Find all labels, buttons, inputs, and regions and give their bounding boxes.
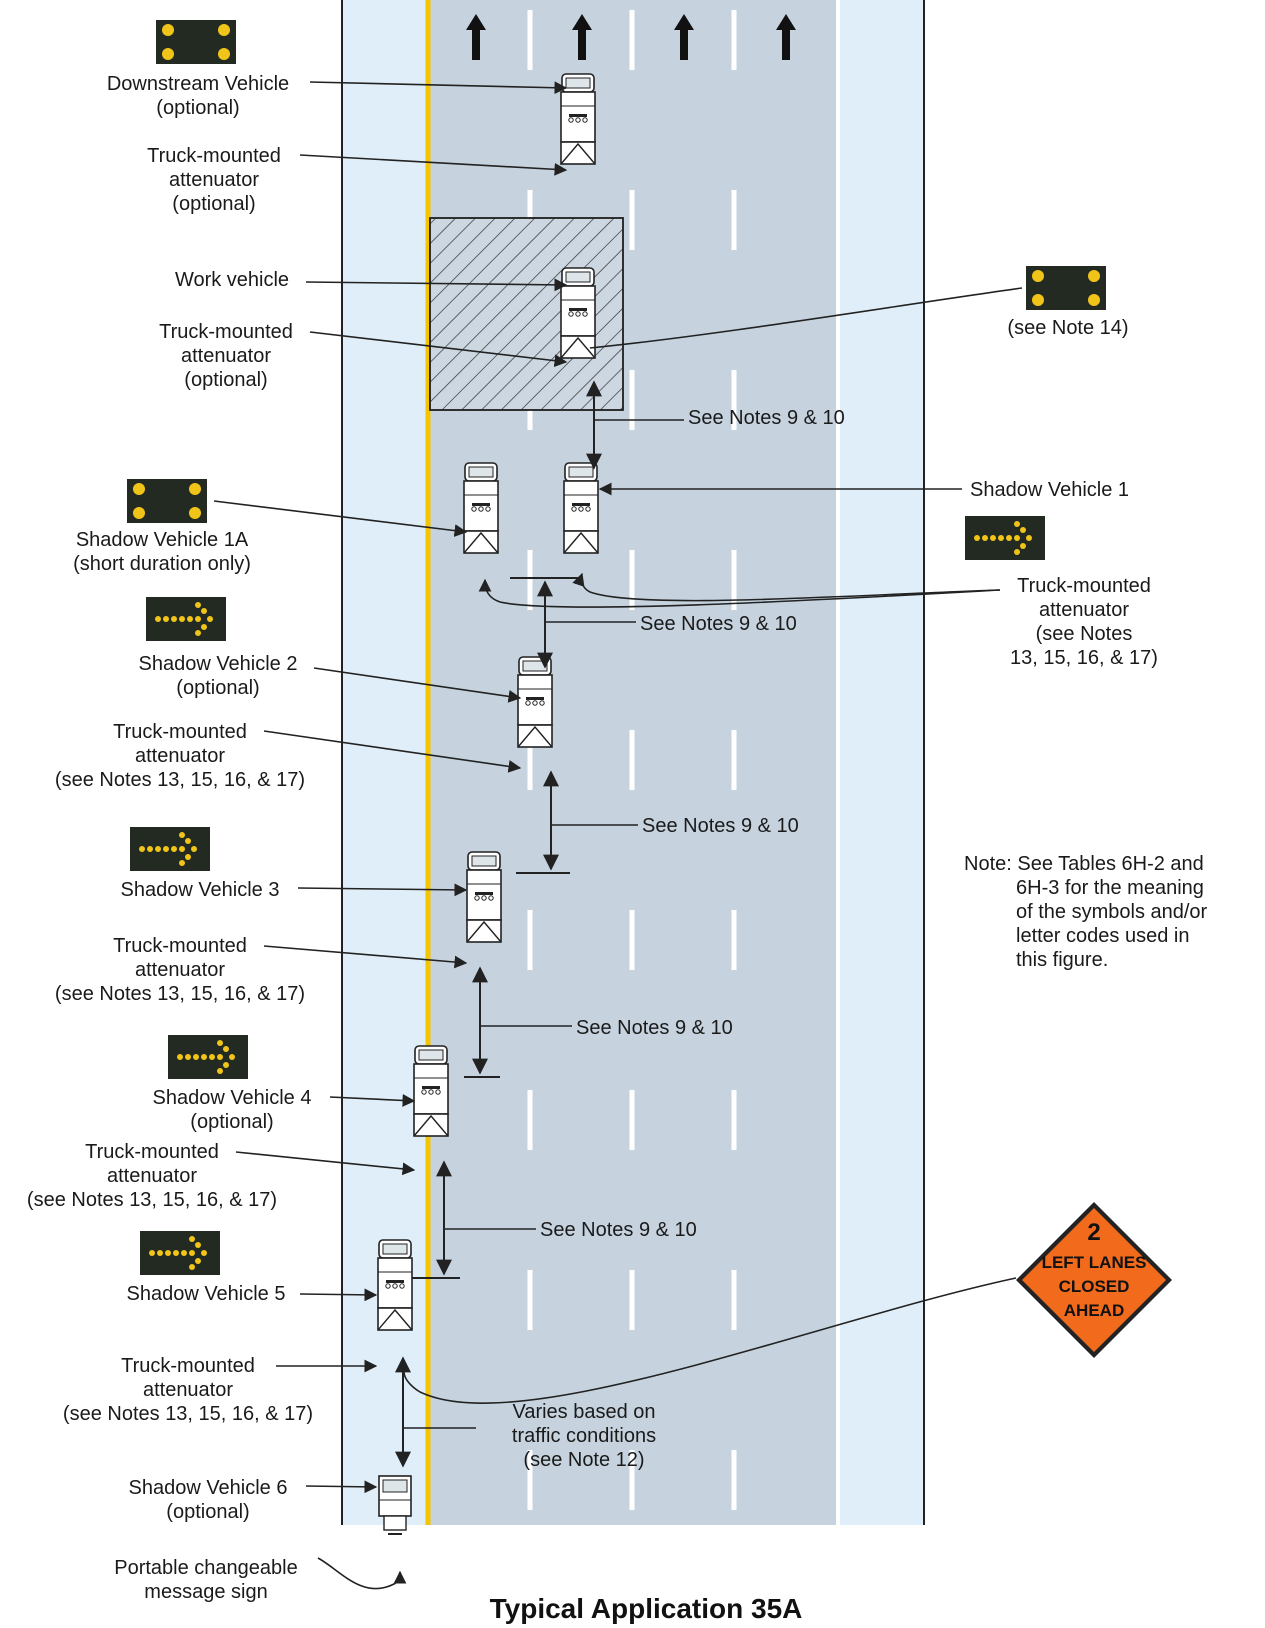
- shadow-vehicle-2-label: (optional): [176, 677, 259, 699]
- tma-label: (see Notes 13, 15, 16, & 17): [55, 983, 305, 1005]
- truck-icon: [463, 462, 499, 554]
- truck-icon: [563, 462, 599, 554]
- flashing-warning-lights-icon: [156, 20, 236, 64]
- spacing-dimensions: [395, 380, 684, 1468]
- arrow-board-icon: [146, 597, 226, 641]
- flashing-warning-lights-icon: [127, 479, 207, 523]
- varies-label: (see Note 12): [523, 1449, 644, 1471]
- shadow-vehicle-6-label: Shadow Vehicle 6: [128, 1477, 287, 1499]
- tma-label: attenuator: [135, 959, 225, 981]
- tma-label: Truck-mounted: [85, 1141, 219, 1163]
- tma-label: attenuator: [181, 345, 271, 367]
- tma-label: attenuator: [107, 1165, 197, 1187]
- figure-title: Typical Application 35A: [490, 1593, 803, 1624]
- tma-label: attenuator: [169, 169, 259, 191]
- truck-icon: [413, 1045, 449, 1137]
- sign-line: LEFT LANES: [1042, 1253, 1147, 1272]
- work-vehicle-label: Work vehicle: [175, 269, 289, 291]
- tma-label: Truck-mounted: [121, 1355, 255, 1377]
- truck-icon: [466, 851, 502, 943]
- tma-label: attenuator: [135, 745, 225, 767]
- tma-label: 13, 15, 16, & 17): [1010, 647, 1158, 669]
- labels: Downstream Vehicle (optional) Truck-moun…: [27, 73, 1208, 1624]
- truck-icon: [377, 1239, 413, 1331]
- pcms-label: message sign: [144, 1581, 267, 1603]
- tma-label: attenuator: [1039, 599, 1129, 621]
- shadow-vehicle-3-label: Shadow Vehicle 3: [120, 879, 279, 901]
- shadow-vehicle-1a-label: (short duration only): [73, 553, 251, 575]
- tma-label: Truck-mounted: [147, 145, 281, 167]
- truck-icon: [560, 73, 596, 165]
- note-text: 6H-3 for the meaning: [1016, 877, 1204, 899]
- arrow-up-icon: [572, 14, 592, 60]
- arrow-up-icon: [466, 14, 486, 60]
- varies-label: Varies based on: [512, 1401, 655, 1423]
- shadow-vehicle-1-label: Shadow Vehicle 1: [970, 479, 1129, 501]
- tma-label: (optional): [172, 193, 255, 215]
- tma-label: Truck-mounted: [113, 721, 247, 743]
- note-text: letter codes used in: [1016, 925, 1189, 947]
- flashing-warning-lights-icon: [1026, 266, 1106, 310]
- lane-lines: [527, 0, 737, 1525]
- truck-icon: [560, 267, 596, 359]
- varies-label: traffic conditions: [512, 1425, 656, 1447]
- direction-arrows: [466, 14, 796, 60]
- sign-number: 2: [1087, 1219, 1100, 1246]
- tma-label: Truck-mounted: [1017, 575, 1151, 597]
- warning-sign-icon: 2 LEFT LANES CLOSED AHEAD: [1016, 1202, 1172, 1358]
- arrow-board-icon: [140, 1231, 220, 1275]
- truck-icon: [517, 656, 553, 748]
- tma-label: Truck-mounted: [159, 321, 293, 343]
- arrow-board-icon: [965, 516, 1045, 560]
- tma-label: (see Notes: [1036, 623, 1133, 645]
- sign-line: AHEAD: [1064, 1301, 1124, 1320]
- see-notes-9-10-label: See Notes 9 & 10: [576, 1017, 733, 1039]
- note-text: Note: See Tables 6H-2 and: [964, 853, 1204, 875]
- see-notes-9-10-label: See Notes 9 & 10: [540, 1219, 697, 1241]
- shadow-vehicle-1a-label: Shadow Vehicle 1A: [76, 529, 249, 551]
- see-note-14-label: (see Note 14): [1007, 317, 1128, 339]
- pcms-truck-icon: [378, 1475, 412, 1535]
- shadow-vehicle-6-label: (optional): [166, 1501, 249, 1523]
- see-notes-9-10-label: See Notes 9 & 10: [688, 407, 845, 429]
- vehicles: [377, 73, 599, 1535]
- note-text: this figure.: [1016, 949, 1108, 971]
- sign-line: CLOSED: [1059, 1277, 1130, 1296]
- tma-label: attenuator: [143, 1379, 233, 1401]
- see-notes-9-10-label: See Notes 9 & 10: [642, 815, 799, 837]
- arrow-board-icon: [130, 827, 210, 871]
- tma-label: (see Notes 13, 15, 16, & 17): [55, 769, 305, 791]
- tma-label: (see Notes 13, 15, 16, & 17): [63, 1403, 313, 1425]
- downstream-vehicle-label: Downstream Vehicle: [107, 73, 289, 95]
- arrow-up-icon: [776, 14, 796, 60]
- arrow-up-icon: [674, 14, 694, 60]
- downstream-vehicle-label: (optional): [156, 97, 239, 119]
- arrow-board-icon: [168, 1035, 248, 1079]
- note-text: of the symbols and/or: [1016, 901, 1208, 923]
- shadow-vehicle-4-label: (optional): [190, 1111, 273, 1133]
- tma-label: (see Notes 13, 15, 16, & 17): [27, 1189, 277, 1211]
- tma-label: Truck-mounted: [113, 935, 247, 957]
- callout-leaders: [213, 81, 1023, 1590]
- shadow-vehicle-5-label: Shadow Vehicle 5: [126, 1283, 285, 1305]
- roadway: [341, 0, 925, 1525]
- see-notes-9-10-label: See Notes 9 & 10: [640, 613, 797, 635]
- pcms-label: Portable changeable: [114, 1557, 297, 1579]
- shadow-vehicle-2-label: Shadow Vehicle 2: [138, 653, 297, 675]
- tma-label: (optional): [184, 369, 267, 391]
- sign-face: [1022, 1208, 1166, 1352]
- shadow-vehicle-4-label: Shadow Vehicle 4: [152, 1087, 311, 1109]
